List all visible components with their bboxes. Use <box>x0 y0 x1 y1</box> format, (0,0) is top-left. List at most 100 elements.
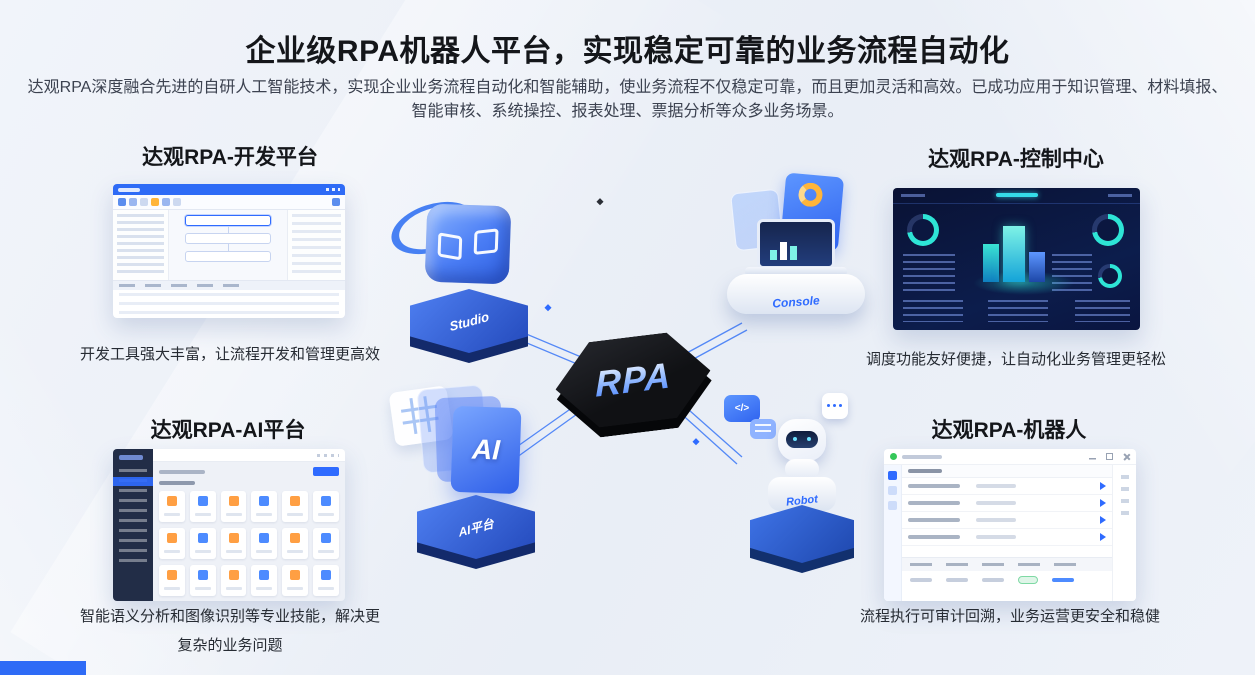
toolbar-icon <box>162 198 170 206</box>
skill-card <box>251 491 278 522</box>
feature-title-control-center: 达观RPA-控制中心 <box>928 148 1104 171</box>
log-table-rows <box>119 293 339 317</box>
code-bubble: </> <box>724 395 760 422</box>
building-tower <box>1029 252 1045 282</box>
ai-platform-screenshot <box>113 449 345 601</box>
ai-sidebar-logo <box>119 455 143 460</box>
task-sub-bar <box>976 501 1016 505</box>
skill-card <box>251 528 278 559</box>
play-icon <box>1100 533 1106 541</box>
ai-sidebar <box>113 449 153 601</box>
toolbar-icon <box>173 198 181 206</box>
cube-face-square <box>437 232 463 261</box>
diamond-accent <box>692 438 700 446</box>
feature-caption-ai: 智能语义分析和图像识别等专业技能，解决更 复杂的业务问题 <box>63 603 397 660</box>
column-bar <box>197 284 213 287</box>
code-icon: </> <box>734 403 750 414</box>
ai-platform-base: AI平台 <box>417 495 535 569</box>
feature-title-dev-platform: 达观RPA-开发平台 <box>142 146 318 169</box>
skill-card <box>159 528 185 559</box>
toolbar-icon <box>332 198 340 206</box>
subtitle-line-2: 智能审核、系统操控、报表处理、票据分析等众多业务场景。 <box>411 103 844 120</box>
cc-stats-left <box>903 254 955 292</box>
skill-card <box>282 565 309 596</box>
studio-cube-icon <box>424 203 512 285</box>
console-label: Console <box>771 293 821 311</box>
rb-title-bar <box>902 454 942 459</box>
skill-card <box>220 565 247 596</box>
play-icon <box>1100 482 1106 490</box>
cell-bar <box>910 578 932 582</box>
minimize-icon <box>1089 453 1096 460</box>
ai-primary-button <box>313 467 339 476</box>
dev-workspace <box>113 210 345 280</box>
cell-bar <box>946 578 968 582</box>
rb-record-table <box>902 557 1112 601</box>
cc-stats-right <box>1052 254 1092 292</box>
robot-node: </> Robot <box>722 393 880 583</box>
skill-card <box>189 565 216 596</box>
skill-card <box>159 491 185 522</box>
column-bar <box>1054 562 1076 567</box>
robot-visor <box>786 431 818 448</box>
record-table-header <box>902 558 1112 571</box>
dev-flow-canvas <box>169 210 287 280</box>
ai-sidebar-active-item <box>113 477 153 486</box>
feature-caption-dev: 开发工具强大丰富，让流程开发和管理更高效 <box>79 346 380 363</box>
ai-section-title-bar <box>159 481 195 485</box>
flow-node <box>185 251 271 262</box>
feature-title-robot: 达观RPA-机器人 <box>931 419 1087 442</box>
dev-log-table <box>113 280 345 318</box>
building-tower <box>983 244 999 282</box>
next-section-peek <box>0 661 86 675</box>
dev-logo-mark <box>118 187 140 192</box>
skill-card <box>159 565 185 596</box>
bar-chart-bar <box>770 250 777 260</box>
task-sub-bar <box>976 484 1016 488</box>
status-dot <box>890 453 897 460</box>
rb-task-row <box>902 495 1112 512</box>
skill-card <box>220 491 247 522</box>
play-icon <box>1100 499 1106 507</box>
donut-chart-icon <box>797 181 824 208</box>
cc-stats-bottom-center <box>988 300 1048 322</box>
ellipsis-icon <box>827 404 830 407</box>
column-bar <box>910 562 932 567</box>
dev-window-controls <box>326 188 340 191</box>
task-name-bar <box>908 501 960 505</box>
bar-chart-bar <box>780 242 787 260</box>
record-table-row <box>902 571 1112 589</box>
column-bar <box>1018 562 1040 567</box>
log-table-header <box>113 281 345 290</box>
ai-topbar-icons <box>317 454 339 457</box>
cube-face-square <box>473 228 499 255</box>
maximize-icon <box>1106 453 1113 460</box>
cc-gauge-left <box>907 214 939 246</box>
cc-gauge-right <box>1092 214 1124 246</box>
rail-icon <box>888 501 897 510</box>
flow-connector <box>227 226 229 233</box>
ai-caption-line-2: 复杂的业务问题 <box>177 636 283 654</box>
skill-card <box>251 565 278 596</box>
skill-card <box>313 528 339 559</box>
control-center-screenshot <box>893 188 1140 330</box>
column-bar <box>171 284 187 287</box>
studio-node: Studio <box>384 192 543 373</box>
breadcrumb-bar <box>159 469 205 474</box>
property-rows <box>292 214 341 276</box>
studio-label: Studio <box>448 308 490 334</box>
ai-header-row <box>159 467 339 476</box>
dev-properties-panel <box>287 210 345 280</box>
dev-platform-screenshot <box>113 184 345 318</box>
toolbar-icon <box>140 198 148 206</box>
cc-header-right-bar <box>1108 194 1132 197</box>
rb-task-row <box>902 478 1112 495</box>
toolbar-icon <box>129 198 137 206</box>
skill-card <box>282 491 309 522</box>
console-pedestal: Console <box>727 274 865 314</box>
cc-stats-bottom-left <box>903 300 963 322</box>
dev-activity-tree-panel <box>113 210 169 280</box>
page-subtitle: 达观RPA深度融合先进的自研人工智能技术，实现企业业务流程自动化和智能辅助，使业… <box>13 76 1243 124</box>
rail-icon <box>888 486 897 495</box>
